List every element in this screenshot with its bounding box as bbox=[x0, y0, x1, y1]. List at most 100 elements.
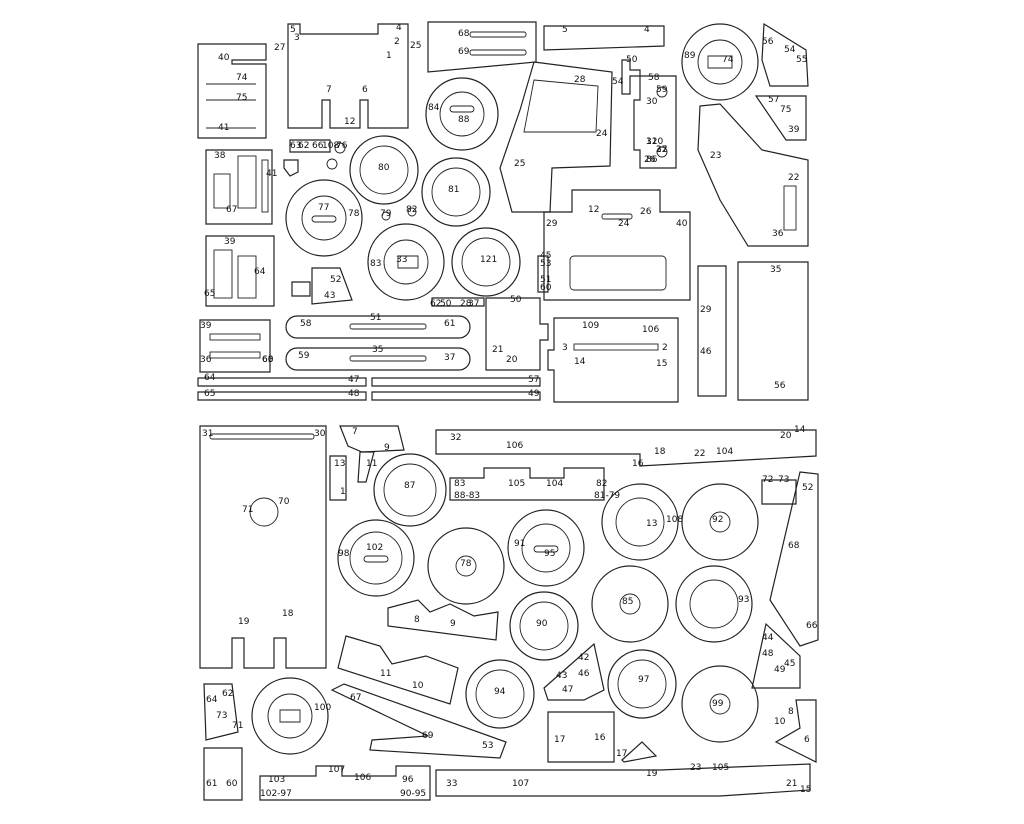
wheel-hub bbox=[709, 693, 731, 715]
part-number-label: 59 bbox=[298, 351, 310, 361]
part-number-label: 104 bbox=[546, 479, 563, 489]
part-bar-5 bbox=[543, 25, 665, 51]
wheel-hub bbox=[521, 523, 571, 573]
part-number-label: 50 bbox=[626, 55, 638, 65]
part-number-label: 67 bbox=[350, 693, 361, 703]
hole bbox=[334, 142, 346, 154]
wheel-100 bbox=[251, 677, 329, 755]
part-small-11 bbox=[357, 451, 375, 483]
part-number-label: 78 bbox=[348, 209, 360, 219]
part-number-label: 121 bbox=[480, 255, 497, 265]
hole bbox=[326, 158, 338, 170]
part-number-label: 26 bbox=[644, 155, 656, 165]
wheel-hub bbox=[431, 167, 481, 217]
slot bbox=[209, 333, 261, 341]
part-axle-107 bbox=[259, 765, 431, 801]
part-clip-61 bbox=[203, 747, 243, 801]
part-number-label: 43 bbox=[556, 671, 567, 681]
hole bbox=[656, 86, 668, 98]
wheel-83 bbox=[451, 227, 521, 297]
part-small-19 bbox=[621, 741, 658, 763]
part-side-bracket bbox=[197, 43, 267, 139]
slot bbox=[601, 213, 633, 220]
slot bbox=[261, 159, 269, 213]
part-number-label: 75 bbox=[236, 93, 247, 103]
part-number-label: 62 bbox=[222, 689, 233, 699]
part-arch-72 bbox=[761, 479, 797, 505]
wheel-79 bbox=[367, 223, 445, 301]
part-number-label: 69 bbox=[458, 47, 470, 57]
part-number-label: 29 bbox=[700, 305, 712, 315]
part-number-label: 102-97 bbox=[260, 789, 292, 799]
part-number-label: 55 bbox=[796, 55, 807, 65]
part-frame-40 bbox=[205, 235, 275, 307]
part-number-label: 65 bbox=[204, 289, 215, 299]
wheel-hub bbox=[301, 195, 347, 241]
part-number-label: 109 bbox=[582, 321, 599, 331]
part-arm-52 bbox=[769, 471, 819, 647]
part-number-label: 108 bbox=[322, 141, 339, 151]
part-number-label: 56 bbox=[774, 381, 786, 391]
part-number-label: 60 bbox=[226, 779, 238, 789]
part-number-label: 77 bbox=[318, 203, 329, 213]
part-number-label: 10 bbox=[412, 681, 424, 691]
part-number-label: 25 bbox=[514, 159, 525, 169]
part-number-label: 20 bbox=[506, 355, 518, 365]
part-board-28 bbox=[737, 261, 809, 401]
part-number-label: 45 bbox=[540, 251, 551, 261]
window-cutout bbox=[569, 255, 667, 291]
part-number-label: 68 bbox=[788, 541, 800, 551]
part-number-label: 64 bbox=[254, 267, 266, 277]
part-number-label: 108 bbox=[666, 515, 683, 525]
part-number-label: 31 bbox=[646, 137, 657, 147]
part-number-label: 12 bbox=[344, 117, 355, 127]
wheel-102 bbox=[337, 519, 415, 597]
part-rail-47 bbox=[197, 391, 367, 401]
part-small-72 bbox=[291, 281, 311, 297]
part-number-label: 52 bbox=[802, 483, 813, 493]
part-number-label: 31 bbox=[202, 429, 213, 439]
wheel-88 bbox=[425, 77, 499, 151]
part-number-label: 3 bbox=[562, 343, 568, 353]
part-number-label: 32 bbox=[450, 433, 461, 443]
part-number-label: 21 bbox=[786, 779, 797, 789]
part-number-label: 89 bbox=[684, 51, 696, 61]
part-number-label: 46 bbox=[700, 347, 712, 357]
wheel-hub bbox=[349, 531, 403, 585]
part-mudguard-27 bbox=[697, 103, 809, 247]
part-number-label: 47 bbox=[348, 375, 359, 385]
part-number-label: 93 bbox=[738, 595, 749, 605]
part-number-label: 105 bbox=[712, 763, 729, 773]
part-number-label: 33 bbox=[396, 255, 407, 265]
part-number-label: 1 bbox=[340, 487, 346, 497]
part-number-label: 17 bbox=[554, 735, 565, 745]
hole bbox=[249, 497, 279, 527]
part-number-label: 17 bbox=[616, 749, 627, 759]
slot bbox=[206, 83, 256, 129]
slot bbox=[237, 155, 257, 209]
part-number-label: 13 bbox=[646, 519, 657, 529]
part-number-label: 46 bbox=[578, 669, 590, 679]
hole bbox=[381, 211, 391, 221]
part-number-label: 52 bbox=[330, 275, 341, 285]
slot bbox=[279, 709, 301, 723]
part-number-label: 9 bbox=[384, 443, 390, 453]
slot bbox=[573, 343, 659, 351]
part-number-label: 80 bbox=[378, 163, 390, 173]
wheel-hub bbox=[617, 659, 667, 709]
part-upright-30 bbox=[633, 75, 677, 169]
part-number-label: 25 bbox=[410, 41, 421, 51]
part-number-label: 29 bbox=[546, 219, 558, 229]
part-number-label: 107 bbox=[512, 779, 529, 789]
part-number-label: 30 bbox=[646, 97, 658, 107]
part-number-label: 88-83 bbox=[454, 491, 480, 501]
slot bbox=[213, 173, 231, 209]
part-number-label: 90-95 bbox=[400, 789, 426, 799]
part-small-13 bbox=[329, 455, 347, 501]
part-number-label: 19 bbox=[238, 617, 250, 627]
wheel-93 bbox=[675, 565, 753, 643]
slot bbox=[469, 31, 527, 38]
wheel-hub bbox=[697, 39, 743, 85]
part-number-label: 36 bbox=[200, 355, 212, 365]
